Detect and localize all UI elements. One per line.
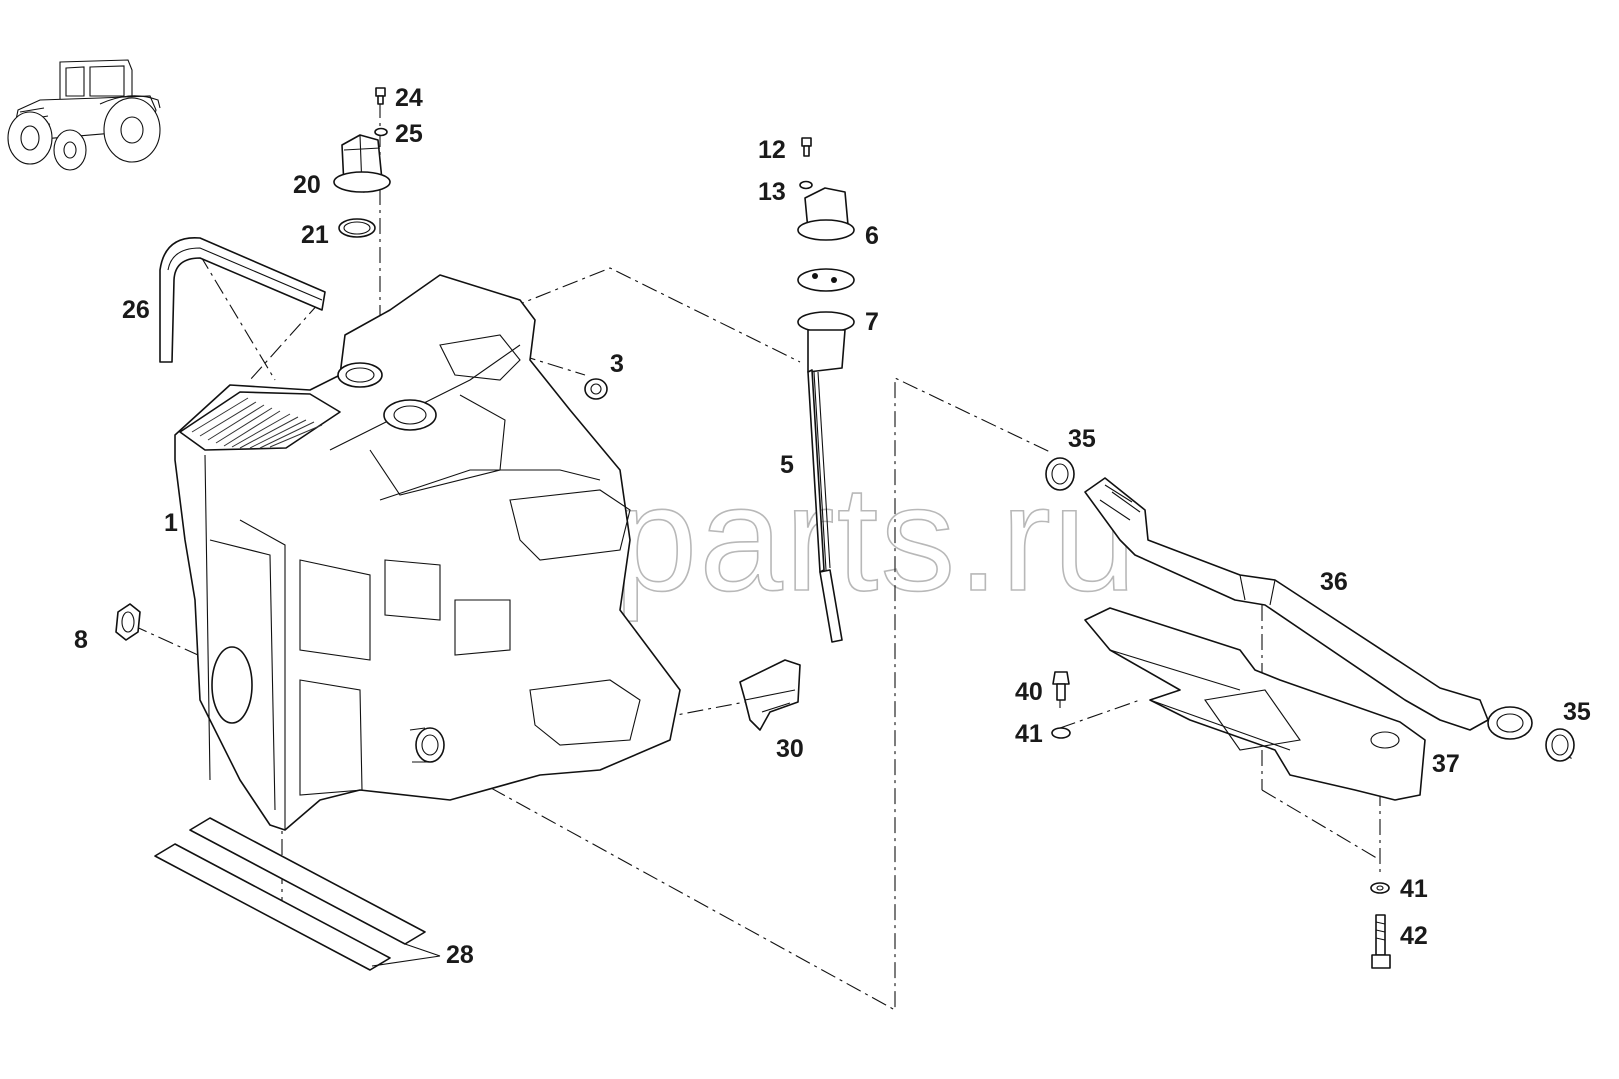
filler-neck-icon	[333, 134, 391, 238]
bracket-icon	[739, 659, 801, 731]
hose-icon	[1084, 477, 1533, 740]
grommet-icon	[115, 603, 141, 641]
callout-1: 1	[164, 509, 178, 537]
callout-5: 5	[780, 451, 794, 479]
callout-12: 12	[758, 136, 786, 164]
hose-icon	[159, 237, 326, 363]
bolt-icon	[1371, 914, 1391, 969]
callout-8: 8	[74, 626, 88, 654]
callout-40: 40	[1015, 678, 1043, 706]
bolt-icon	[374, 87, 388, 137]
callout-25: 25	[395, 120, 423, 148]
callout-37: 37	[1432, 750, 1460, 778]
callout-28: 28	[446, 941, 474, 969]
fuel-sender-icon	[797, 187, 855, 643]
pad-icon	[154, 817, 441, 971]
callout-41-left: 41	[1015, 720, 1043, 748]
washer-icon	[1370, 882, 1390, 894]
clamp-icon	[1045, 457, 1575, 762]
callout-21: 21	[301, 221, 329, 249]
callout-35-right: 35	[1563, 698, 1591, 726]
bolt-icon	[1051, 671, 1071, 739]
grommet-icon	[584, 378, 608, 400]
callout-20: 20	[293, 171, 321, 199]
callout-26: 26	[122, 296, 150, 324]
heat-shield-icon	[1084, 607, 1426, 801]
tractor-icon	[7, 59, 161, 171]
callout-41-bottom: 41	[1400, 875, 1428, 903]
callout-30: 30	[776, 735, 804, 763]
callout-42: 42	[1400, 922, 1428, 950]
bolt-icon	[799, 137, 813, 190]
callout-24: 24	[395, 84, 423, 112]
callout-6: 6	[865, 222, 879, 250]
callout-13: 13	[758, 178, 786, 206]
callout-36: 36	[1320, 568, 1348, 596]
fuel-tank-icon	[174, 274, 681, 831]
callout-7: 7	[865, 308, 879, 336]
callout-35-top: 35	[1068, 425, 1096, 453]
callout-3: 3	[610, 350, 624, 378]
callout-labels: 24 25 20 21 26 3 1 8 28 30 12 13 6 7 5 3…	[74, 84, 1591, 969]
